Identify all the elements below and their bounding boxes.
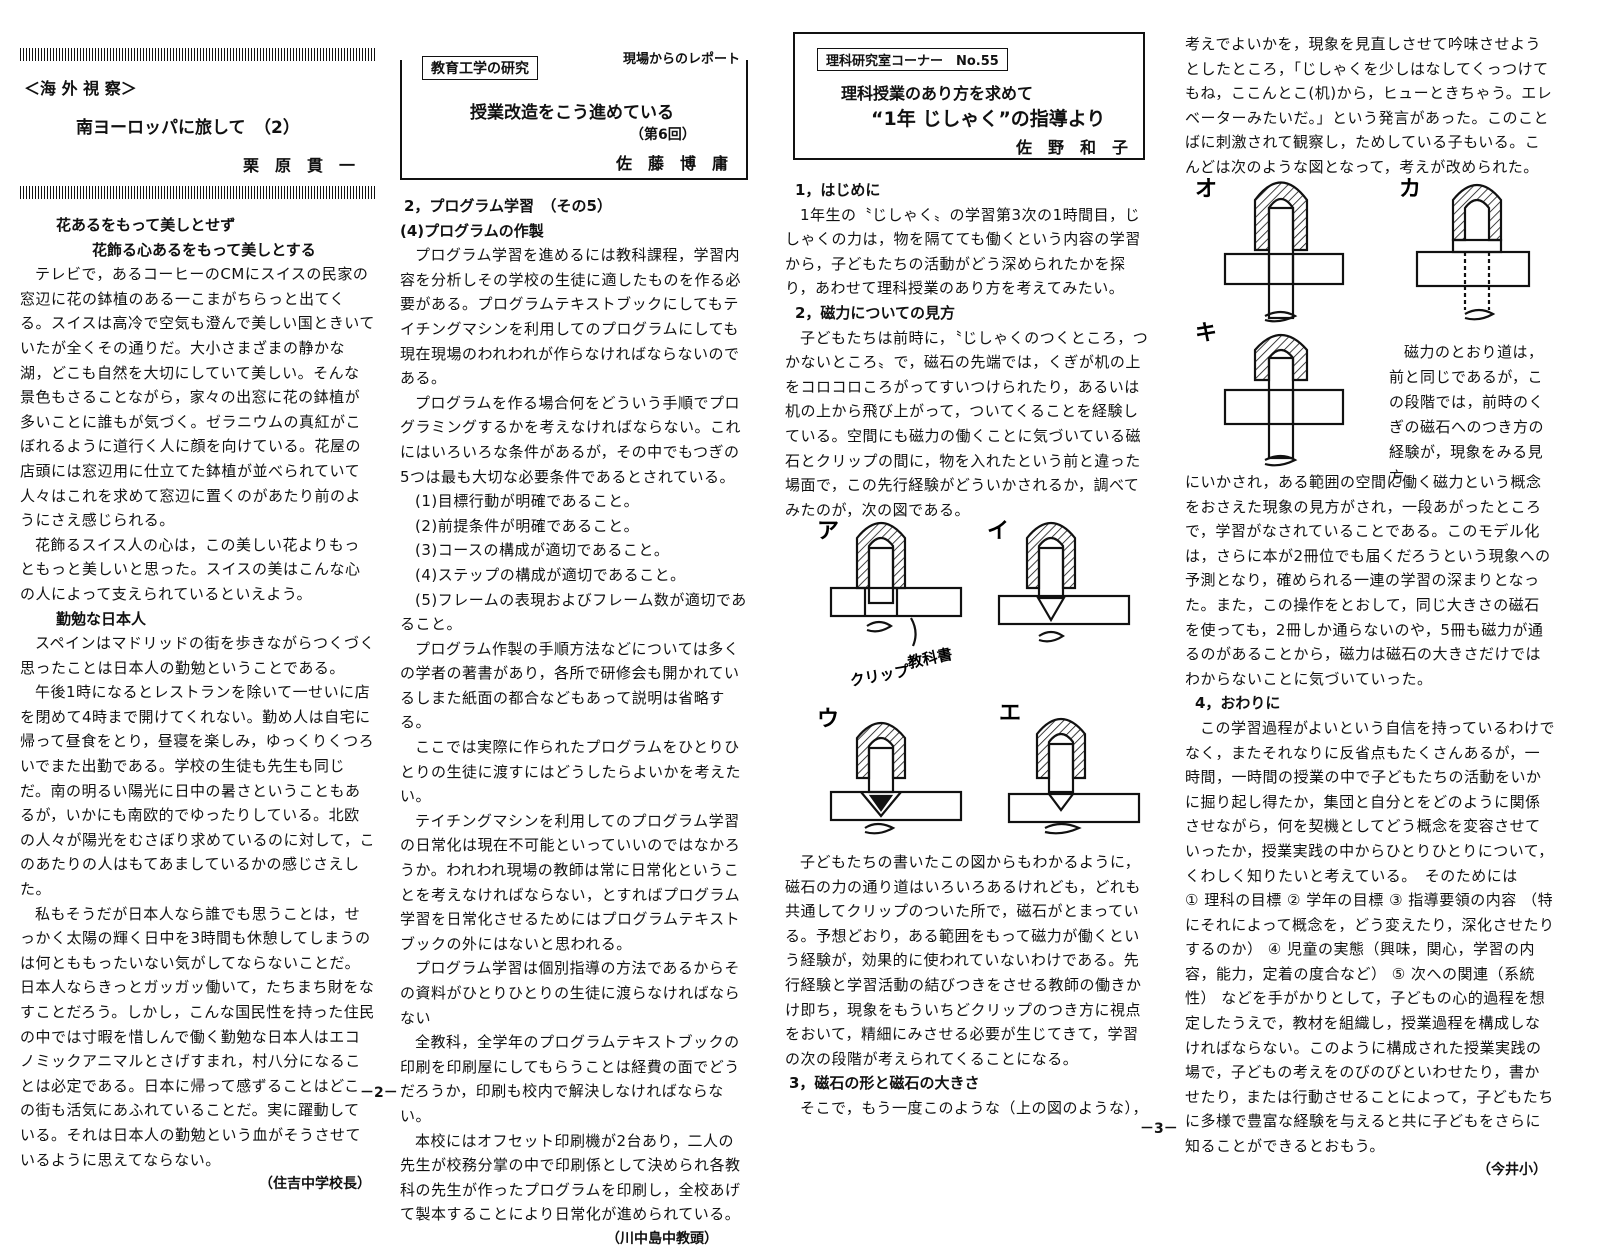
folio-right: －3－ — [1140, 1121, 1178, 1137]
column-1: ＜海 外 視 察＞ 南ヨーロッパに旅して （2） 栗 原 貫 一 花あるをもって… — [20, 0, 375, 1196]
subheading: 花飾る心あるをもって美しとする — [92, 240, 316, 259]
fig-label-ka: カ — [1399, 177, 1421, 202]
top-rule — [20, 48, 375, 61]
fig-label-a: ア — [817, 519, 839, 544]
list-item: (3)コースの構成が適切であること。 — [415, 541, 670, 560]
heading: 4，おわりに — [1195, 694, 1281, 713]
magnet-sketch-ki — [1223, 334, 1345, 467]
series-tag: 教育工学の研究 — [422, 56, 538, 80]
heading: 2，プログラム学習 （その5） — [404, 197, 612, 215]
magnet-sketch-u — [829, 722, 963, 835]
fig-label-i: イ — [987, 519, 1009, 544]
paragraph: 全教科，全学年のプログラムテキストブックの印刷を印刷屋にしてもらうことは経費の面… — [400, 1033, 740, 1125]
magnet-sketch-o — [1223, 181, 1345, 323]
paragraph: 私もそうだが日本人なら誰でも思うことは，せっかく太陽の輝く日中を3時間も休憩して… — [20, 904, 375, 1169]
fig-label-ki: キ — [1195, 321, 1217, 346]
list-item: 次への関連（系統性） — [1185, 964, 1536, 1008]
list-item: 学年の目標 — [1306, 891, 1384, 910]
paragraph: 子どもたちは前時に，〝じしゃくのつくところ，つかないところ〟で，磁石の先端では，… — [785, 328, 1149, 519]
section-label: ＜海 外 視 察＞ — [24, 79, 137, 98]
list-item: (2)前提条件が明確であること。 — [415, 516, 640, 535]
heading: (4)プログラムの作製 — [400, 221, 544, 240]
list-item: （特にそれによって概念を，どう変えたり，深化させたりするのか） — [1185, 891, 1555, 959]
affiliation: （川中島中教頭） — [606, 1230, 718, 1247]
magnet-sketch-a — [829, 522, 963, 647]
paragraph: 花飾るスイス人の心は，この美しい花よりもっともっと美しいと思った。スイスの美はこ… — [20, 535, 361, 603]
list-item: (1)目標行動が明確であること。 — [415, 492, 640, 511]
paragraph: 考えでよいかを，現象を見直しさせて吟味させようとしたところ，「じしゃくを少しはな… — [1185, 35, 1553, 176]
heading: 2，磁力についての見方 — [795, 303, 955, 322]
kicker: 現場からのレポート — [620, 48, 742, 67]
corner-tag: 理科研究室コーナー No.55 — [817, 48, 1008, 71]
magnet-figure-1: ア イ 教科書 クリップ ウ エ — [817, 519, 1141, 835]
installment: （第6回） — [630, 127, 696, 143]
magnet-figure-2: オ カ キ — [1195, 177, 1531, 467]
paragraph: スペインはマドリッドの街を歩きながらつくづく思ったことは日本人の勤勉ということで… — [20, 634, 375, 677]
heading: 1，はじめに — [795, 181, 881, 199]
paragraph: テイチングマシンを利用してのプログラム学習の日常化は現在不可能といっていいのでは… — [400, 811, 741, 953]
paragraph: 子どもたちの書いたこの図からもわかるように，磁石の力の通り道はいろいろあるけれど… — [785, 853, 1142, 1068]
paragraph: 本校にはオフセット印刷機が2台あり，二人の先生が校務分掌の中で印刷係として決めら… — [400, 1131, 741, 1224]
fig-label-clip: クリップ — [849, 662, 912, 690]
paragraph: 磁力のとおり道は，前と同じであるが，この段階では，前時のくぎの磁石へのつき方の経… — [1389, 343, 1545, 486]
list-item: 指導要領の内容 — [1408, 891, 1517, 910]
list-num: ⑤ — [1391, 964, 1406, 983]
paragraph: プログラムを作る場合何をどういう手順でプログラミングするかを考えなければならない… — [400, 393, 742, 486]
article-title: 授業改造をこう進めている — [470, 103, 674, 123]
header-box — [793, 32, 1145, 160]
list-item: (5)フレームの表現およびフレーム数が適切であること。 — [400, 590, 747, 634]
list-num: ④ — [1267, 940, 1282, 959]
list-num: ② — [1287, 891, 1301, 910]
paragraph: プログラム作製の手順方法などについては多くの学者の著書があり，各所で研修会も開か… — [400, 639, 740, 732]
paragraph: プログラム学習を進めるには教科課程，学習内容を分析しその学校の生徒に適したものを… — [400, 246, 742, 388]
paragraph: そこで，もう一度このような（上の図のような）， — [800, 1098, 1148, 1117]
paragraph: この学習過程がよいという自信を持っているわけでなく，またそれなりに反省点もたくさ… — [1185, 718, 1556, 885]
subheading: 花あるをもって美しとせず — [56, 216, 236, 234]
paragraph: 午後1時になるとレストランを除いて一せいに店を閉めて4時まで開けてくれない。勤め… — [20, 683, 376, 899]
numbered-list: ① 理科の目標 ② 学年の目標 ③ 指導要領の内容 （特にそれによって概念を，ど… — [1185, 888, 1555, 1159]
fig-label-book: 教科書 — [905, 645, 954, 672]
magnet-sketch-e — [1007, 718, 1141, 835]
article-title: 南ヨーロッパに旅して （2） — [76, 118, 300, 138]
folio-left: －2－ — [360, 1085, 398, 1101]
article-title-line1: 理科授業のあり方を求めて — [841, 84, 1034, 103]
list-num: ③ — [1389, 891, 1404, 910]
heading: 3，磁石の形と磁石の大きさ — [789, 1074, 980, 1093]
fig-label-o: オ — [1195, 177, 1217, 202]
list-num: ① — [1185, 891, 1199, 910]
fig-label-e: エ — [999, 701, 1021, 726]
list-item: (4)ステップの構成が適切であること。 — [415, 565, 686, 584]
paragraph-tail: などを手がかりとして，子どもの心的過程を想定したうえで，教材を組織し，授業過程を… — [1185, 989, 1554, 1156]
paragraph: にいかされ，ある範囲の空間に働く磁力という概念をおさえた現象の見方がされ，一段あ… — [1185, 473, 1551, 688]
magnet-sketch-i — [997, 522, 1131, 643]
paragraph: ここでは実際に作られたプログラムをひとりひとりの生徒に渡すにはどうしたらよいかを… — [400, 738, 742, 806]
paragraph: 1年生の〝じしゃく〟の学習第3次の1時間目，じしゃくの力は，物を隔てても働くとい… — [785, 205, 1141, 298]
affiliation: （住吉中学校長） — [259, 1176, 371, 1193]
fig-label-u: ウ — [817, 707, 839, 732]
header-box — [400, 60, 748, 180]
article-title-line2: “1年 じしゃく”の指導より — [871, 108, 1106, 130]
article-author: 栗 原 貫 一 — [242, 156, 355, 175]
list-item: 児童の実態（興味，関心，学習の内容，能力，定着の度合など） — [1185, 940, 1536, 983]
article-author: 佐 藤 博 庸 — [615, 154, 728, 173]
paragraph: プログラム学習は個別指導の方法であるからその資料がひとりひとりの生徒に渡らなけれ… — [400, 959, 741, 1027]
subheading: 勤勉な日本人 — [56, 609, 147, 628]
paragraph: テレビで，あるコーヒーのCMにスイスの民家の窓辺に花の鉢植のある一こまがちらっと… — [20, 265, 375, 530]
bottom-rule — [20, 186, 375, 199]
list-item: 理科の目標 — [1204, 891, 1282, 910]
article-author: 佐 野 和 子 — [1015, 138, 1128, 157]
magnet-sketch-ka — [1415, 184, 1531, 321]
